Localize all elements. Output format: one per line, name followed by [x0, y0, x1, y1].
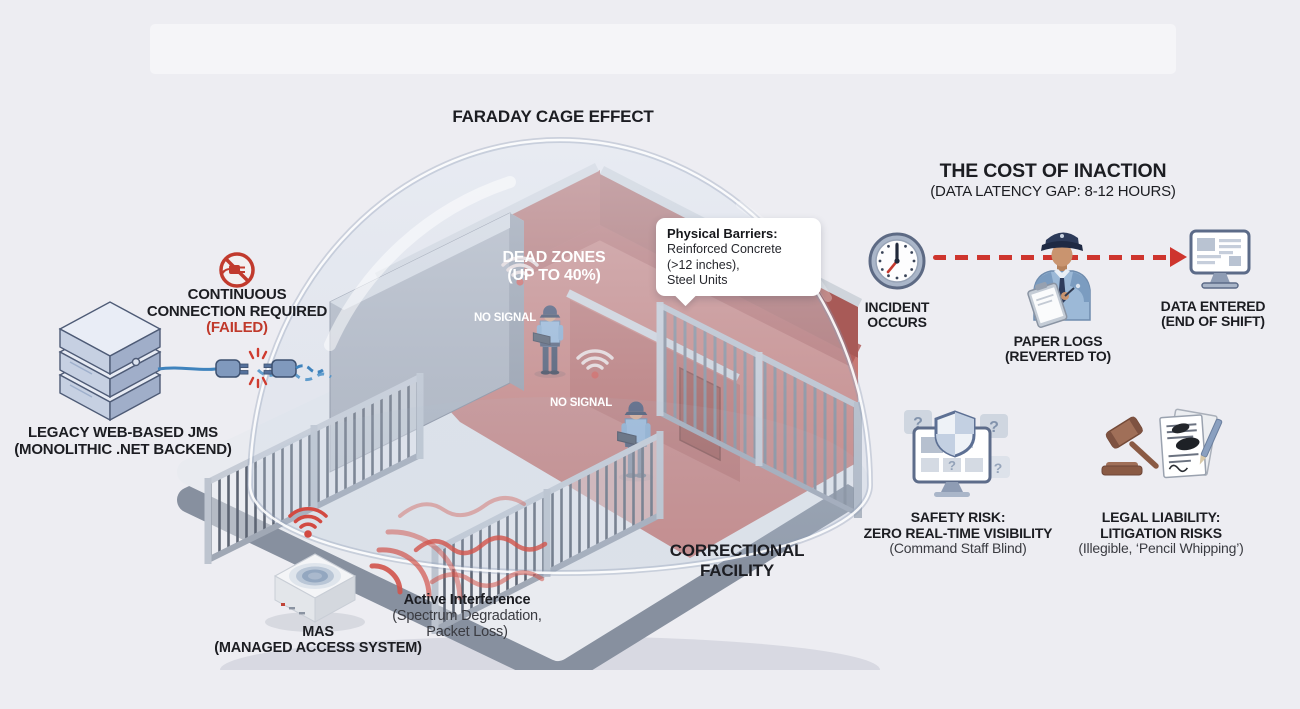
safety-risk-label: SAFETY RISK: ZERO REAL-TIME VISIBILITY (…: [863, 509, 1053, 557]
correctional-facility-label: CORRECTIONAL FACILITY: [669, 541, 805, 580]
server-stack-icon: [58, 301, 162, 422]
legal-liability-icon: [1101, 408, 1223, 479]
physical-barriers-callout: Physical Barriers: Reinforced Concrete (…: [656, 218, 821, 307]
safety-risk-icon: ? ? ? ?: [904, 410, 1010, 497]
pencil-icon: [1199, 418, 1223, 465]
failed-status: (FAILED): [206, 319, 268, 336]
legacy-jms-label: LEGACY WEB-BASED JMS (MONOLITHIC .NET BA…: [14, 424, 232, 458]
interference-waves: [369, 496, 548, 601]
illegible-document-icon: [1159, 414, 1207, 479]
question-mark-glyph: ?: [948, 458, 956, 473]
connection-required-label: CONTINUOUS CONNECTION REQUIRED (FAILED): [117, 286, 357, 337]
broken-connection-wire: [256, 368, 332, 382]
question-mark-glyph: ?: [989, 419, 999, 436]
page-title: FARADAY CAGE EFFECT: [452, 107, 654, 126]
paper-logs-label: PAPER LOGS (REVERTED TO): [1004, 333, 1112, 365]
shield-icon: [934, 410, 976, 458]
cost-of-inaction-title: THE COST OF INACTION: [939, 160, 1167, 182]
connection-failed-icon: [219, 252, 255, 288]
active-interference-label: Active Interference (Spectrum Degradatio…: [392, 592, 542, 640]
callout-title: Physical Barriers:: [667, 226, 778, 241]
mas-device-icon: [265, 553, 365, 632]
incident-occurs-label: INCIDENT OCCURS: [864, 299, 930, 331]
latency-arrowhead: [1170, 247, 1187, 267]
question-mark-glyph: ?: [994, 460, 1003, 476]
officer-clipboard-icon: [1027, 232, 1091, 328]
cost-of-inaction-subtitle: (DATA LATENCY GAP: 8-12 HOURS): [930, 183, 1176, 200]
clock-icon: [868, 232, 926, 290]
question-mark-glyph: ?: [913, 415, 923, 432]
legacy-server-illustration: [58, 252, 324, 422]
data-entered-label: DATA ENTERED (END OF SHIFT): [1160, 298, 1266, 330]
mas-label: MAS (MANAGED ACCESS SYSTEM): [214, 624, 422, 656]
dead-zones-label: DEAD ZONES (UP TO 40%): [502, 249, 606, 284]
no-signal-label-2: NO SIGNAL: [549, 397, 613, 409]
no-signal-label-1: NO SIGNAL: [473, 312, 537, 324]
faraday-dome: [246, 137, 874, 576]
monitor-icon: [1189, 229, 1251, 289]
top-banner: [150, 24, 1176, 74]
broken-plug-icon: [157, 347, 324, 389]
legal-liability-label: LEGAL LIABILITY: LITIGATION RISKS (Illeg…: [1078, 509, 1244, 557]
gavel-icon: [1101, 416, 1159, 476]
